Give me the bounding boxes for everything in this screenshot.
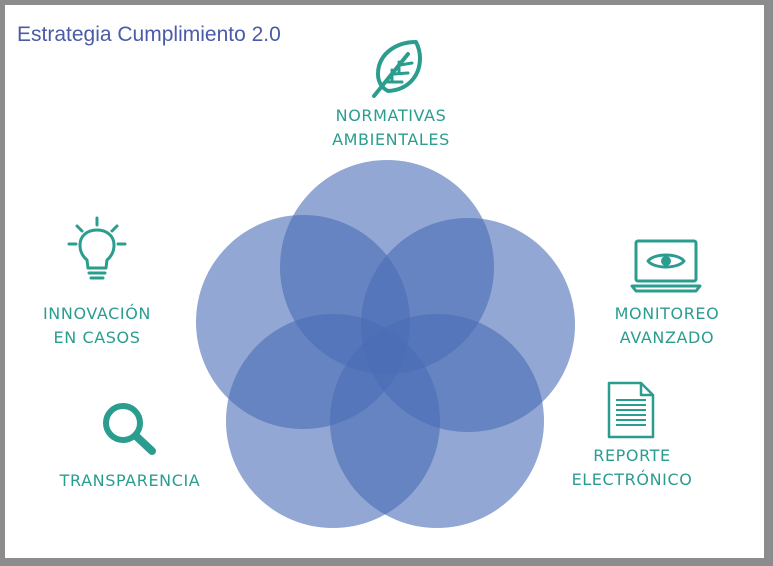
laptop-eye-icon: [630, 239, 702, 293]
label-transparencia-line1: TRANSPARENCIA: [59, 471, 201, 490]
label-innovacion-line1: INNOVACIÓN: [42, 304, 152, 323]
label-monitoreo: MONITOREO AVANZADO: [615, 302, 720, 350]
document-icon: [607, 381, 655, 439]
label-reporte-line2: ELECTRÓNICO: [571, 470, 693, 489]
circle-reporte: [330, 314, 544, 528]
label-innovacion-line2: EN CASOS: [53, 328, 141, 347]
label-reporte: REPORTE ELECTRÓNICO: [572, 444, 693, 492]
leaf-icon: [372, 40, 422, 98]
label-reporte-line1: REPORTE: [593, 446, 671, 465]
label-monitoreo-line1: MONITOREO: [614, 304, 720, 323]
label-monitoreo-line2: AVANZADO: [619, 328, 715, 347]
page-title: Estrategia Cumplimiento 2.0: [17, 23, 281, 46]
label-normativas: NORMATIVAS AMBIENTALES: [332, 104, 450, 152]
label-normativas-line2: AMBIENTALES: [332, 130, 450, 149]
label-transparencia: TRANSPARENCIA: [60, 469, 201, 493]
label-innovacion: INNOVACIÓN EN CASOS: [43, 302, 151, 350]
lightbulb-icon: [67, 216, 127, 280]
label-normativas-line1: NORMATIVAS: [335, 106, 447, 125]
magnifier-icon: [103, 403, 156, 455]
